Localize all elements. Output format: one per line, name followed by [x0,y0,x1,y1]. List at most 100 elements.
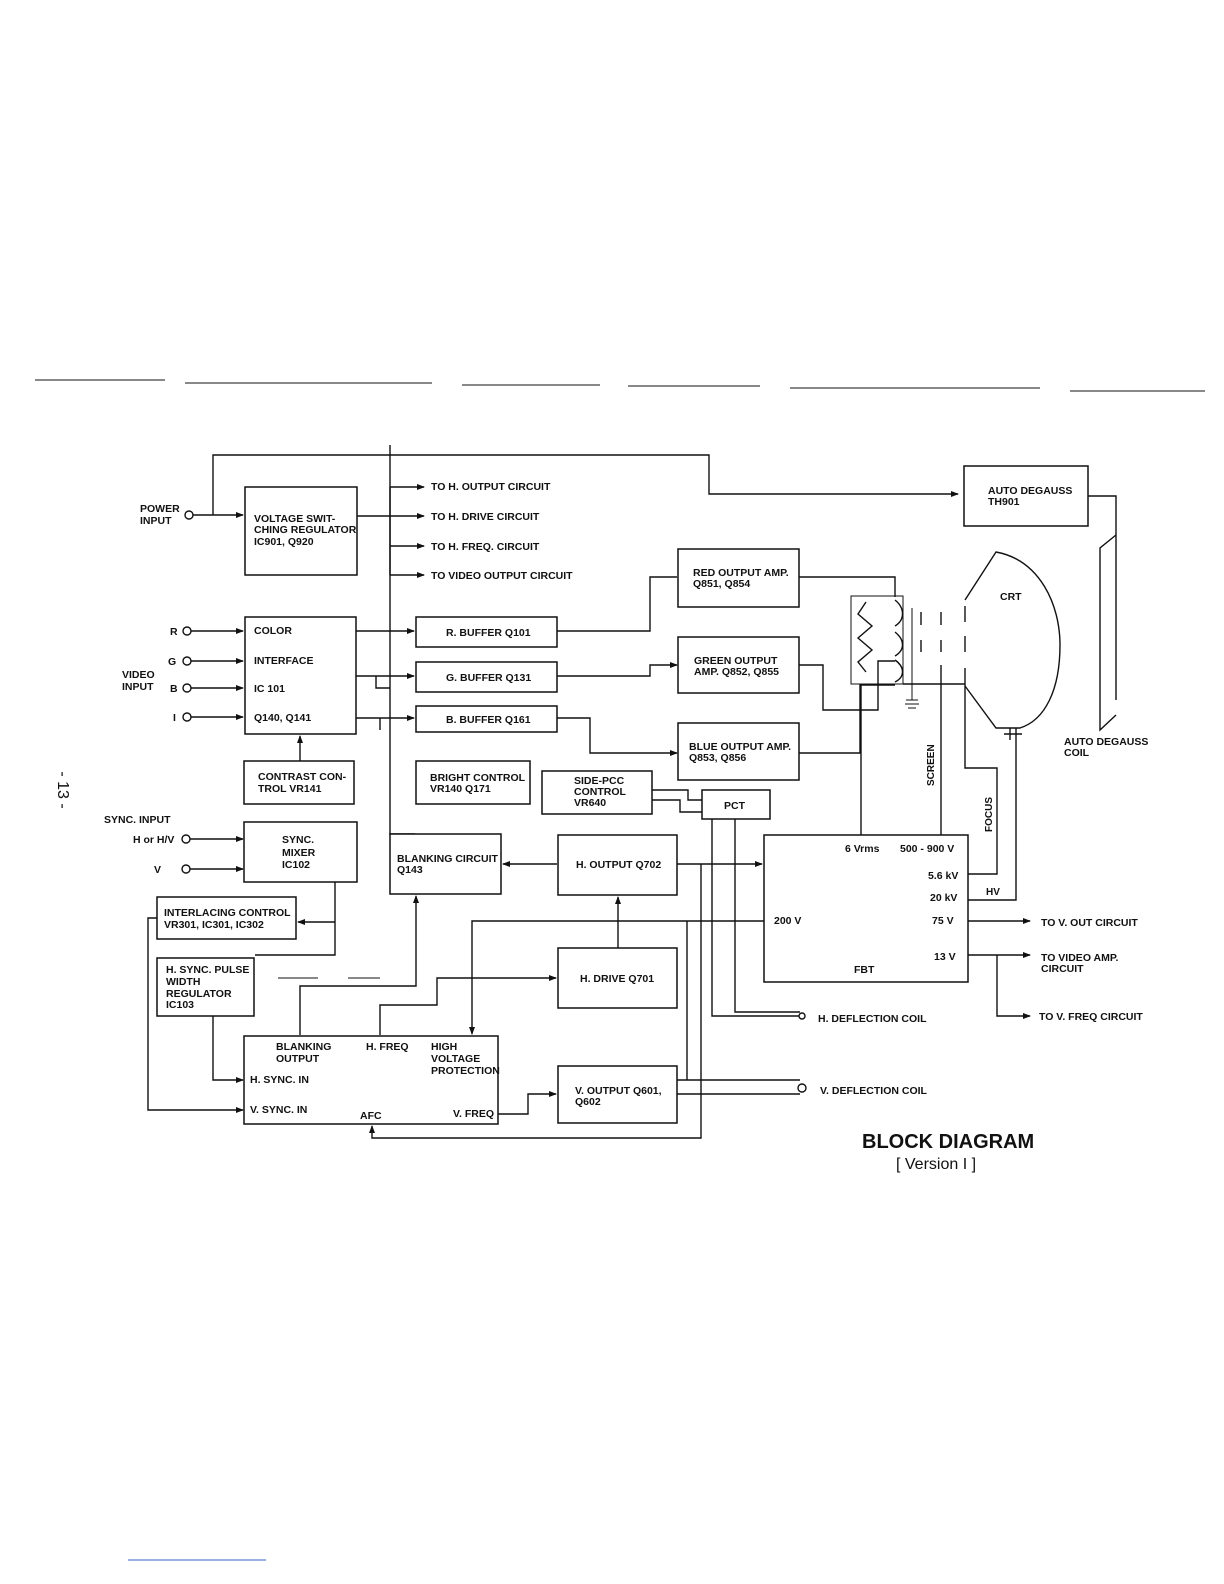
power-input-terminal [184,510,194,520]
to-video-amp-2: CIRCUIT [1041,963,1084,975]
diagram-version: [ Version I ] [896,1156,976,1173]
blanking-line-1: BLANKING CIRCUIT [397,853,498,865]
red-amp-line-1: RED OUTPUT AMP. [693,567,789,579]
b-buffer-block: B. BUFFER Q161 [415,705,558,733]
green-amp-line-1: GREEN OUTPUT [694,655,778,667]
h-defl-terminal [798,1012,806,1020]
crt-gun-assembly [850,595,966,709]
v-deflection-coil: V. DEFLECTION COIL [820,1085,928,1097]
v-sync-in-label: V. SYNC. IN [250,1104,307,1116]
h-sync-pulse-line-4: IC103 [166,999,194,1011]
afc-label: AFC [360,1110,382,1122]
sync-mixer-block: SYNC. MIXER IC102 [243,821,358,883]
pct-label: PCT [724,800,746,812]
terminal-b [182,683,192,693]
v-freq-label: V. FREQ [453,1108,494,1120]
sync-input-label: SYNC. INPUT [104,814,171,826]
pin-i: I [173,712,176,724]
hv-label: HV [986,887,1000,898]
hv-prot-3: PROTECTION [431,1065,500,1077]
blue-output-amp-block: BLUE OUTPUT AMP. Q853, Q856 [677,722,800,781]
fbt-label: FBT [854,964,875,976]
screen-label: SCREEN [926,744,937,786]
sync-mixer-line-3: IC102 [282,859,310,871]
h-sync-pulse-line-1: H. SYNC. PULSE [166,964,249,976]
g-buffer-block: G. BUFFER Q131 [415,661,558,693]
blue-amp-line-1: BLUE OUTPUT AMP. [689,741,791,753]
fbt-200v: 200 V [774,915,801,927]
fbt-20kv: 20 kV [930,892,957,904]
pct-block: PCT [701,789,771,820]
h-output-block: H. OUTPUT Q702 [557,834,678,896]
color-interface-line-4: Q140, Q141 [254,712,311,724]
v-output-line-2: Q602 [575,1096,601,1108]
video-input-label-1: VIDEO [122,669,155,681]
sync-processor-block: BLANKING OUTPUT H. FREQ HIGH VOLTAGE PRO… [243,1035,500,1125]
power-input-label-2: INPUT [140,515,172,527]
blanking-output-1: BLANKING [276,1041,331,1053]
auto-degauss-coil-2: COIL [1064,747,1090,759]
blanking-line-2: Q143 [397,864,423,876]
hv-prot-2: VOLTAGE [431,1053,480,1065]
color-interface-line-3: IC 101 [254,683,285,695]
fbt-75v: 75 V [932,915,954,927]
pin-v: V [154,864,161,876]
side-pcc-block: SIDE-PCC CONTROL VR640 [541,770,653,815]
b-buffer-label: B. BUFFER Q161 [446,714,531,726]
fbt-5-6kv: 5.6 kV [928,870,958,882]
bright-line-2: VR140 Q171 [430,783,491,795]
fbt-500-900v: 500 - 900 V [900,843,954,855]
diagram-title: BLOCK DIAGRAM [862,1131,1034,1153]
g-buffer-label: G. BUFFER Q131 [446,672,531,684]
page-number: - 13 - [54,771,71,808]
terminal-v [181,864,191,874]
sync-mixer-line-1: SYNC. [282,834,314,846]
voltage-reg-line-2: CHING REGULATOR [254,524,357,536]
bright-control-block: BRIGHT CONTROL VR140 Q171 [415,760,531,805]
terminal-h [181,834,191,844]
auto-degauss-coil-shape [1099,534,1117,732]
h-drive-block: H. DRIVE Q701 [557,947,678,1009]
contrast-control-block: CONTRAST CON- TROL VR141 [243,760,355,805]
red-output-amp-block: RED OUTPUT AMP. Q851, Q854 [677,548,800,608]
pin-r: R [170,626,178,638]
h-output-label: H. OUTPUT Q702 [576,859,661,871]
to-v-out-circuit: TO V. OUT CIRCUIT [1041,917,1138,929]
auto-degauss-line-2: TH901 [988,496,1020,508]
crt-tube: CRT [964,551,1061,740]
h-sync-in-label: H. SYNC. IN [250,1074,309,1086]
side-pcc-line-3: VR640 [574,797,606,809]
h-sync-pulse-line-2: WIDTH [166,976,200,988]
side-pcc-line-2: CONTROL [574,786,626,798]
r-buffer-block: R. BUFFER Q101 [415,616,558,648]
green-amp-line-2: AMP. Q852, Q855 [694,666,779,678]
terminal-i [182,712,192,722]
to-video-amp-1: TO VIDEO AMP. [1041,952,1118,964]
h-deflection-coil: H. DEFLECTION COIL [818,1013,927,1025]
r-buffer-label: R. BUFFER Q101 [446,627,531,639]
h-sync-pulse-line-3: REGULATOR [166,988,232,1000]
to-v-freq-circuit: TO V. FREQ CIRCUIT [1039,1011,1143,1023]
sync-mixer-line-2: MIXER [282,847,316,859]
to-h-output-circuit: TO H. OUTPUT CIRCUIT [431,481,551,493]
auto-degauss-block: AUTO DEGAUSS TH901 [963,465,1089,527]
red-amp-line-2: Q851, Q854 [693,578,750,590]
voltage-reg-line-1: VOLTAGE SWIT- [254,513,336,525]
blanking-circuit-block: BLANKING CIRCUIT Q143 [389,833,502,895]
v-defl-terminal [797,1083,807,1093]
crt-label: CRT [1000,591,1022,603]
terminal-g [182,656,192,666]
v-output-line-1: V. OUTPUT Q601, [575,1085,662,1097]
video-input-label-2: INPUT [122,681,154,693]
voltage-reg-line-3: IC901, Q920 [254,536,314,548]
color-interface-line-1: COLOR [254,625,292,637]
power-input: POWER INPUT [140,503,194,527]
interlacing-line-1: INTERLACING CONTROL [164,907,291,919]
to-h-freq-circuit: TO H. FREQ. CIRCUIT [431,541,540,553]
v-output-block: V. OUTPUT Q601, Q602 [557,1065,678,1124]
focus-label: FOCUS [984,797,995,832]
color-interface-block: COLOR INTERFACE IC 101 Q140, Q141 [244,616,357,735]
h-drive-label: H. DRIVE Q701 [580,973,654,985]
auto-degauss-line-1: AUTO DEGAUSS [988,485,1072,497]
